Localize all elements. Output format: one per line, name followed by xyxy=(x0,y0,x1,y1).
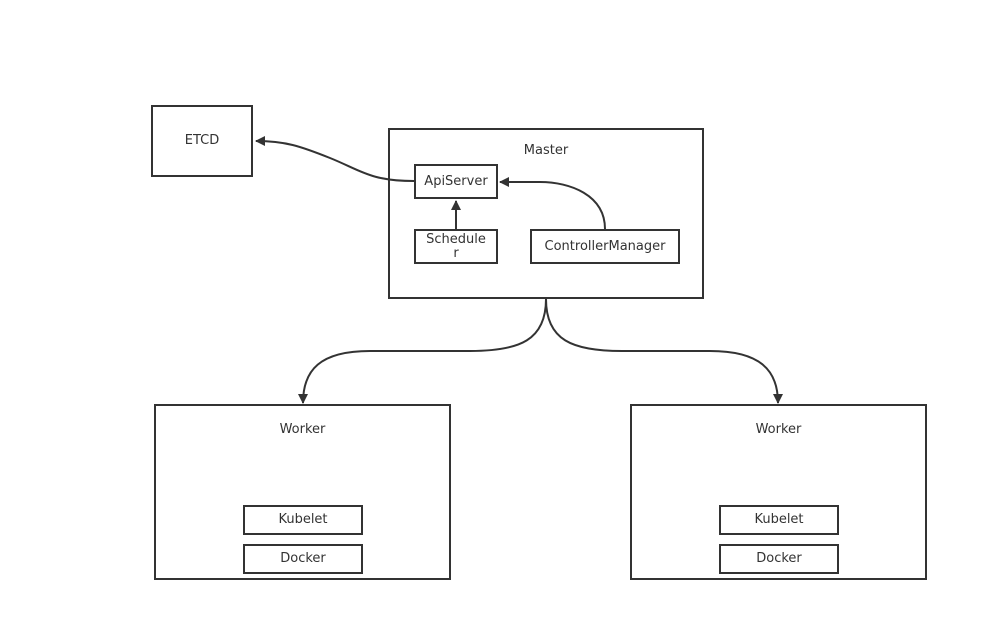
edge-master-to-worker-left xyxy=(298,298,547,404)
scheduler-node[interactable]: Scheduler xyxy=(414,229,498,264)
kubelet-left-label: Kubelet xyxy=(278,512,328,527)
kubelet-node-left[interactable]: Kubelet xyxy=(243,505,363,535)
apiserver-node[interactable]: ApiServer xyxy=(414,164,498,199)
master-label: Master xyxy=(523,143,569,158)
worker-right-label: Worker xyxy=(755,422,802,437)
controller-manager-node[interactable]: ControllerManager xyxy=(530,229,680,264)
worker-left-label: Worker xyxy=(279,422,326,437)
etcd-node[interactable]: ETCD xyxy=(151,105,253,177)
kubelet-node-right[interactable]: Kubelet xyxy=(719,505,839,535)
edge-master-to-worker-right xyxy=(545,298,783,404)
apiserver-label: ApiServer xyxy=(424,173,488,189)
scheduler-label: Scheduler xyxy=(426,231,486,261)
docker-left-label: Docker xyxy=(280,551,326,566)
docker-node-left[interactable]: Docker xyxy=(243,544,363,574)
docker-right-label: Docker xyxy=(756,551,802,566)
etcd-label: ETCD xyxy=(184,133,220,148)
docker-node-right[interactable]: Docker xyxy=(719,544,839,574)
master-node[interactable]: Master xyxy=(388,128,704,299)
controller-manager-label: ControllerManager xyxy=(544,238,666,254)
kubelet-right-label: Kubelet xyxy=(754,512,804,527)
